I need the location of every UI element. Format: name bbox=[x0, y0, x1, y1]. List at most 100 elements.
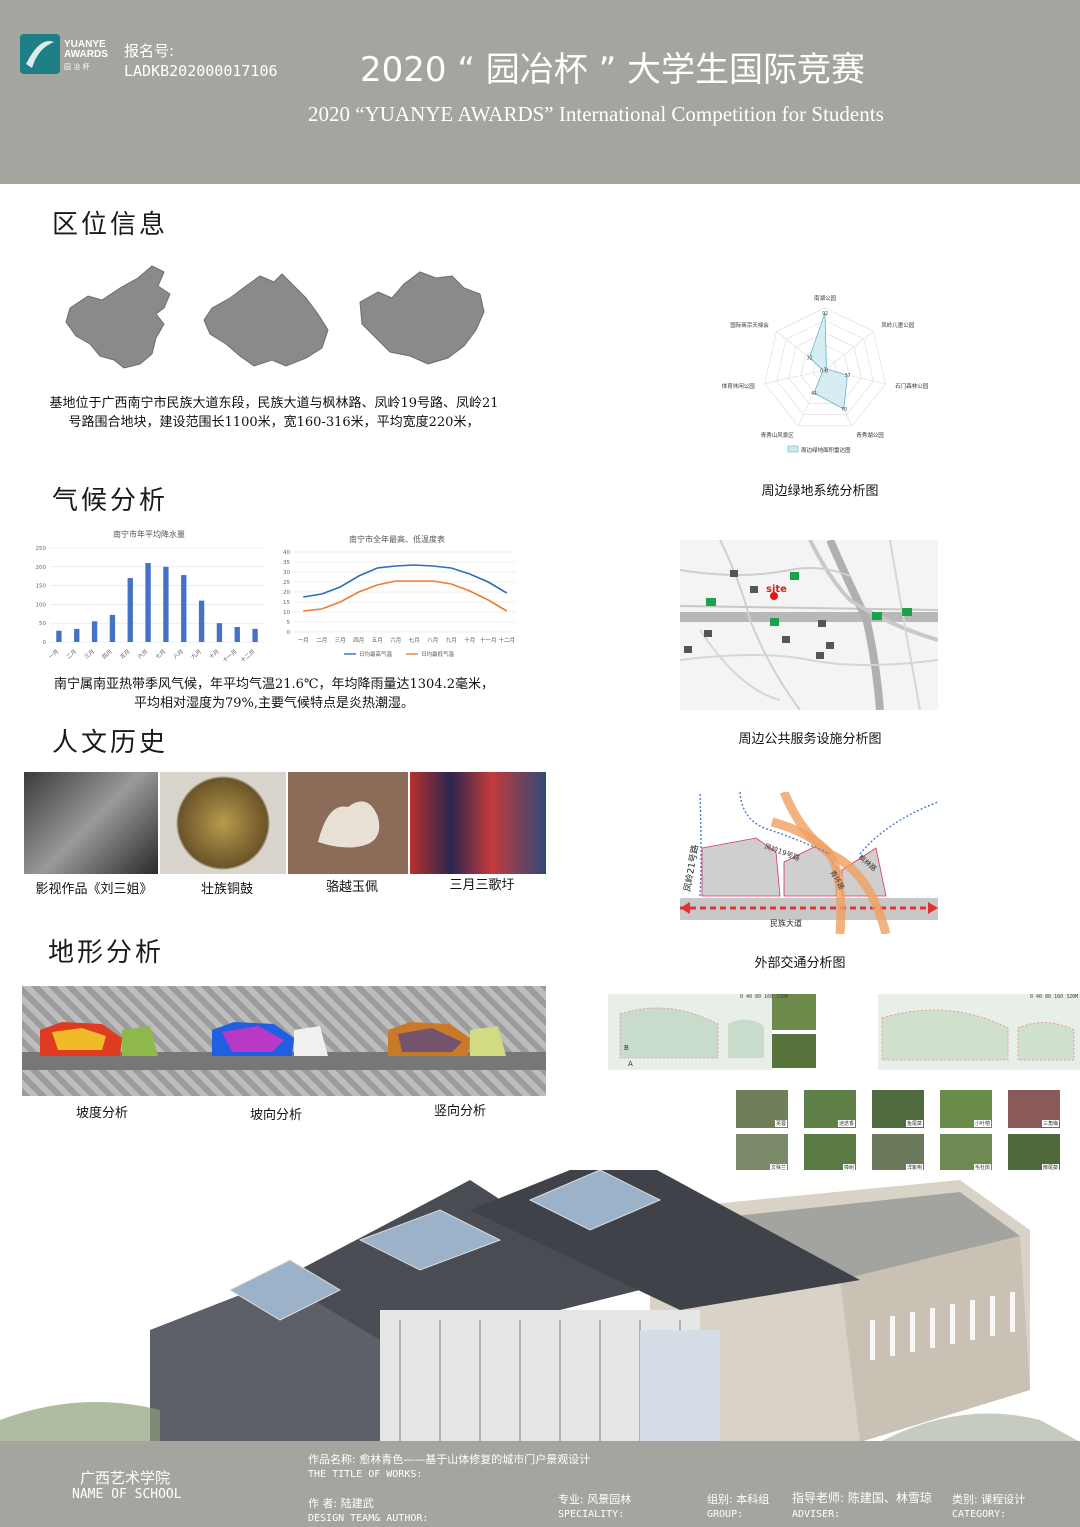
radar-category-label: 国际商宗天禄会 bbox=[730, 321, 769, 329]
location-maps bbox=[65, 265, 485, 369]
climate-text-line-2: 平均相对湿度为79%,主要气候特点是炎热潮湿。 bbox=[133, 696, 415, 711]
bar-x-tick: 三月 bbox=[83, 648, 96, 660]
bar-mark bbox=[234, 626, 240, 642]
line-x-tick: 八月 bbox=[427, 637, 438, 644]
planting-photo-top-2 bbox=[772, 1034, 816, 1068]
planting-photo-top-1 bbox=[772, 994, 816, 1030]
radar-axis bbox=[764, 369, 826, 385]
bar-mark bbox=[56, 630, 62, 642]
caption-traffic: 外部交通分析图 bbox=[754, 956, 846, 971]
caption-green-system: 周边绿地系统分析图 bbox=[761, 484, 879, 499]
line-x-tick: 六月 bbox=[390, 636, 401, 644]
caption-public-facilities: 周边公共服务设施分析图 bbox=[738, 732, 882, 747]
line-x-tick: 十一月 bbox=[480, 636, 497, 644]
plant-label: 文殊兰 bbox=[769, 1164, 787, 1171]
line-y-tick: 30 bbox=[283, 570, 290, 576]
building-render bbox=[0, 1170, 1080, 1442]
plan-scale-bar: 0 40 80 160 320M bbox=[1030, 994, 1079, 1000]
radar-value-label: 32 bbox=[806, 356, 812, 362]
specialty-en: SPECIALITY: bbox=[558, 1509, 625, 1520]
radar-legend-swatch bbox=[787, 445, 799, 453]
logo-mark-icon bbox=[20, 34, 60, 74]
bar-mark bbox=[145, 563, 151, 642]
road-label-fengling-21: 凤岭21号路 bbox=[681, 844, 701, 893]
radar-marks bbox=[809, 312, 848, 410]
radar-value-label: 37 bbox=[844, 373, 850, 379]
line-x-tick: 七月 bbox=[409, 636, 420, 644]
line-x-tick: 五月 bbox=[372, 637, 383, 644]
bar-mark bbox=[252, 628, 258, 642]
plant-photo: 毛杜鹃 bbox=[940, 1134, 992, 1172]
works-title-en: THE TITLE OF WORKS: bbox=[308, 1469, 423, 1480]
bar-mark bbox=[198, 600, 205, 642]
group-en: GROUP: bbox=[707, 1509, 744, 1520]
caption-jade-pendant: 骆越玉佩 bbox=[325, 880, 378, 895]
plan-label-b: B bbox=[624, 1044, 629, 1052]
section-title-climate: 气候分析 bbox=[52, 486, 169, 516]
line-x-tick: 十月 bbox=[464, 636, 475, 644]
radar-ring bbox=[776, 320, 874, 415]
radar-legend-label: 周边绿地面积雷达图 bbox=[801, 446, 851, 454]
location-text-line-1: 基地位于广西南宁市民族大道东段，民族大道与枫林路、凤岭19号路、凤岭21 bbox=[49, 396, 499, 411]
temperature-chart-legend: 日均最高气温日均最低气温 bbox=[344, 650, 455, 658]
bar-mark bbox=[127, 578, 133, 642]
rainfall-chart-title: 南宁市年平均降水量 bbox=[113, 529, 185, 539]
plant-photo: 文殊兰 bbox=[736, 1134, 788, 1172]
bar-x-tick: 四月 bbox=[101, 648, 114, 660]
green-space-radar-chart: 南湖公园凤岭儿童公园石门森林公园青秀湖公园青秀山风景区体育休闲公园国际商宗天禄会… bbox=[722, 294, 929, 454]
category: 类别: 课程设计 bbox=[952, 1493, 1026, 1506]
header-banner: YUANYE AWARDS 园 冶 杯 报名号: LADKB2020000171… bbox=[0, 0, 1080, 184]
logo-text: YUANYE AWARDS bbox=[64, 40, 108, 60]
radar-category-label: 石门森林公园 bbox=[895, 382, 929, 390]
plant-label: 芙蓉 bbox=[774, 1120, 787, 1127]
page-title-cn: 2020 “ 园冶杯 ” 大学生国际竞赛 bbox=[360, 50, 865, 90]
photo-liu-sanjie bbox=[24, 772, 158, 874]
bar-x-tick: 九月 bbox=[189, 647, 203, 660]
radar-category-label: 青秀湖公园 bbox=[856, 431, 884, 439]
footer-banner: 广西艺术学院 NAME OF SCHOOL 作品名称: 愈林青色——基于山体修复… bbox=[0, 1441, 1080, 1527]
caption-slope: 坡度分析 bbox=[75, 1106, 128, 1121]
line-x-tick: 九月 bbox=[446, 636, 457, 644]
adviser: 指导老师: 陈建国、林雪琼 bbox=[792, 1491, 932, 1505]
terrain-analysis-maps bbox=[22, 986, 546, 1096]
author: 作 者: 陆建武 bbox=[308, 1497, 374, 1510]
line-y-tick: 15 bbox=[283, 600, 290, 606]
plant-photo: 樟树 bbox=[804, 1134, 856, 1172]
radar-value-label: 41 bbox=[811, 391, 817, 397]
bar-x-tick: 八月 bbox=[172, 648, 185, 660]
site-label: site bbox=[766, 584, 787, 595]
plant-photo: 鱼尾葵 bbox=[872, 1090, 924, 1128]
line-x-tick: 十二月 bbox=[498, 636, 515, 644]
rainfall-bar-chart: 南宁市年平均降水量 050100150200250 一月二月三月四月五月六月七月… bbox=[36, 529, 264, 664]
specialty: 专业: 风景园林 bbox=[558, 1493, 632, 1506]
plant-photo: 洋紫荆 bbox=[872, 1134, 924, 1172]
line-x-tick: 四月 bbox=[353, 637, 364, 644]
bar-x-tick: 十月 bbox=[207, 647, 221, 660]
plant-photo: 迷迭香 bbox=[804, 1090, 856, 1128]
radar-category-label: 凤岭儿童公园 bbox=[881, 321, 915, 329]
group: 组别: 本科组 bbox=[707, 1493, 770, 1506]
plant-photo: 小叶榕 bbox=[940, 1090, 992, 1128]
bar-x-tick: 六月 bbox=[136, 647, 150, 660]
caption-elevation: 竖向分析 bbox=[433, 1104, 486, 1119]
radar-value-label: 1 bbox=[823, 367, 826, 373]
temperature-line-chart: 南宁市全年最高、低温度表 0510152025303540 一月二月三月四月五月… bbox=[283, 534, 516, 658]
radar-value-label: 92 bbox=[822, 311, 828, 317]
temperature-chart-lines bbox=[303, 564, 508, 612]
bar-mark bbox=[74, 628, 80, 642]
bar-x-tick: 五月 bbox=[119, 648, 132, 660]
location-text-line-2: 号路围合地块，建设范围长1100米，宽160-316米，平均宽度220米， bbox=[68, 415, 480, 430]
bar-y-tick: 0 bbox=[43, 640, 47, 646]
plant-photo: 三角梅 bbox=[1008, 1090, 1060, 1128]
china-map bbox=[65, 265, 171, 369]
caption-aspect: 坡向分析 bbox=[249, 1108, 302, 1123]
registration-number: LADKB202000017106 bbox=[124, 62, 278, 80]
logo-text-line-1: YUANYE bbox=[64, 39, 106, 50]
rainfall-chart-x-ticks: 一月二月三月四月五月六月七月八月九月十月十一月十二月 bbox=[47, 647, 256, 664]
plant-photo-grid: 芙蓉迷迭香鱼尾葵小叶榕三角梅文殊兰樟树洋紫荆毛杜鹃散尾葵 bbox=[736, 1090, 1060, 1174]
planting-plan-right bbox=[878, 994, 1080, 1070]
bar-mark bbox=[216, 623, 223, 642]
line-series bbox=[303, 564, 508, 598]
